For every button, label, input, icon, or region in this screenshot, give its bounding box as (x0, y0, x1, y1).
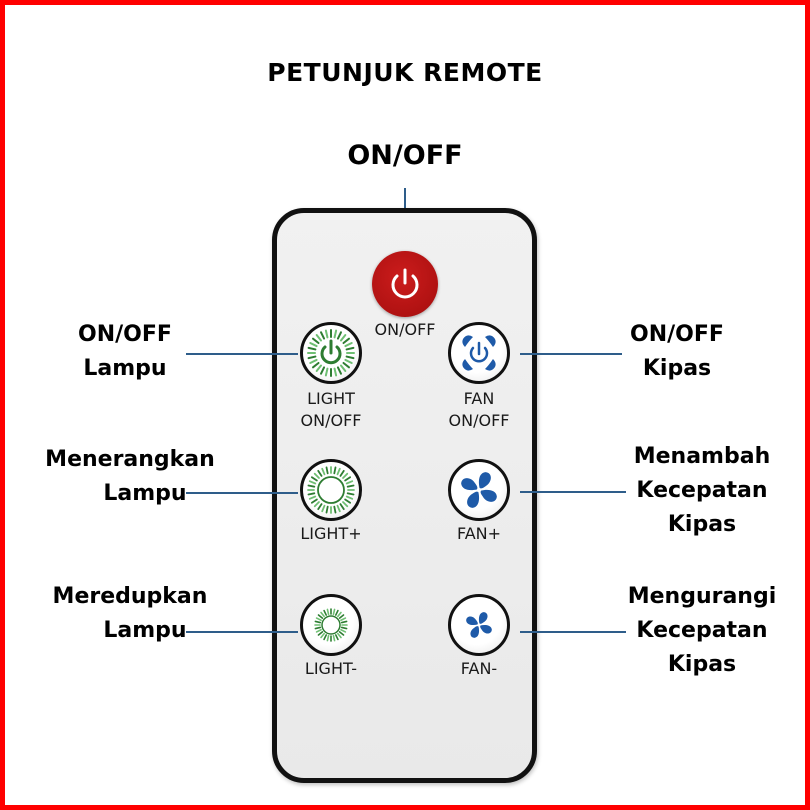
light-minus-button[interactable] (300, 594, 362, 656)
light-plus-label: LIGHT+ (300, 524, 362, 543)
callout-fan-plus-line2: Kecepatan (636, 478, 768, 503)
callout-light-plus-line1: Menerangkan (45, 447, 215, 472)
fan-plus-label: FAN+ (456, 524, 502, 543)
fan-onoff-label-line2: ON/OFF (448, 411, 510, 430)
light-onoff-label-line2: ON/OFF (300, 411, 362, 430)
light-minus-label: LIGHT- (304, 659, 358, 678)
light-onoff-label: LIGHT ON/OFF (271, 388, 391, 432)
callout-fan-minus-line2: Kecepatan (636, 618, 768, 643)
page-title: PETUNJUK REMOTE (267, 58, 543, 87)
fan-minus-label: FAN- (460, 659, 498, 678)
callout-power: ON/OFF (347, 140, 463, 171)
callout-fan-onoff-line2: Kipas (642, 356, 712, 381)
callout-light-onoff-line1: ON/OFF (78, 322, 172, 347)
fan-onoff-label-line1: FAN (463, 389, 495, 408)
leader-line-light-minus (186, 631, 298, 633)
fan-plus-button[interactable] (448, 459, 510, 521)
callout-fan-minus-line1: Mengurangi (627, 584, 777, 609)
leader-line-light-onoff (186, 353, 298, 355)
callout-light-plus-line2: Lampu (103, 481, 187, 506)
callout-fan-plus-line1: Menambah (633, 444, 771, 469)
light-bright-icon (307, 466, 355, 514)
light-onoff-label-line1: LIGHT (307, 389, 355, 408)
fan-power-icon (462, 335, 496, 371)
callout-fan-minus: Mengurangi Kecepatan Kipas (612, 580, 792, 682)
fan-onoff-button[interactable] (448, 322, 510, 384)
callout-light-onoff: ON/OFF Lampu (60, 318, 190, 386)
leader-line-fan-onoff (520, 353, 622, 355)
callout-fan-plus-line3: Kipas (667, 512, 737, 537)
callout-light-minus-line1: Meredupkan (52, 584, 208, 609)
fan-minus-button[interactable] (448, 594, 510, 656)
callout-light-minus: Meredupkan Lampu (30, 580, 230, 648)
callout-fan-minus-line3: Kipas (667, 652, 737, 677)
light-plus-button[interactable] (300, 459, 362, 521)
fan-small-icon (466, 612, 492, 638)
callout-light-onoff-line2: Lampu (83, 356, 167, 381)
callout-light-plus: Menerangkan Lampu (30, 443, 230, 511)
callout-light-minus-line2: Lampu (103, 618, 187, 643)
power-button-label: ON/OFF (374, 320, 436, 339)
leader-line-light-plus (186, 492, 298, 494)
power-icon (391, 268, 419, 299)
leader-line-fan-plus (520, 491, 626, 493)
power-button[interactable] (372, 251, 438, 317)
callout-fan-onoff-line1: ON/OFF (630, 322, 724, 347)
light-onoff-button[interactable] (300, 322, 362, 384)
fan-onoff-label: FAN ON/OFF (419, 388, 539, 432)
fan-icon (461, 472, 497, 508)
light-power-icon (307, 329, 355, 377)
leader-line-fan-minus (520, 631, 626, 633)
light-dim-icon (314, 608, 348, 642)
callout-fan-onoff: ON/OFF Kipas (612, 318, 742, 386)
callout-fan-plus: Menambah Kecepatan Kipas (612, 440, 792, 542)
